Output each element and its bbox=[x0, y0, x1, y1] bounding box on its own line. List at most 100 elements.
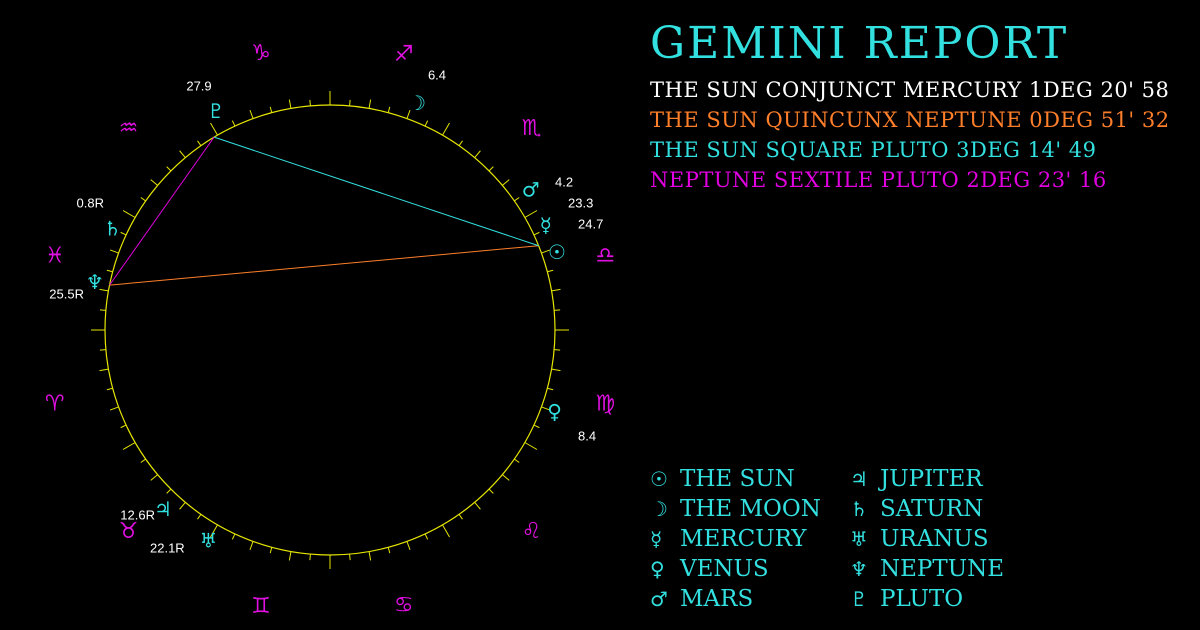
degree-tick bbox=[140, 458, 146, 463]
degree-tick bbox=[309, 99, 311, 106]
mercury-icon: ☿ bbox=[540, 213, 552, 237]
degree-tick bbox=[502, 474, 510, 481]
legend-venus-icon: ♀ bbox=[650, 557, 665, 581]
moon-degree-label: 6.4 bbox=[428, 68, 446, 83]
degree-tick bbox=[150, 474, 158, 481]
legend-item: ♄ SATURN bbox=[850, 496, 983, 522]
degree-tick bbox=[99, 309, 106, 311]
degree-tick bbox=[368, 551, 372, 561]
degree-tick bbox=[288, 99, 292, 109]
zodiac-scorpio-icon: ♏ bbox=[522, 116, 542, 141]
degree-tick bbox=[458, 514, 463, 520]
degree-tick bbox=[197, 514, 202, 520]
degree-tick bbox=[120, 424, 127, 429]
zodiac-taurus-icon: ♉ bbox=[119, 519, 139, 544]
legend-saturn-icon: ♄ bbox=[850, 497, 868, 521]
mars-icon: ♂ bbox=[522, 177, 540, 201]
degree-tick bbox=[514, 197, 520, 202]
degree-tick bbox=[122, 210, 136, 218]
legend-item: ♆NEPTUNE bbox=[850, 556, 1004, 582]
report-title: GEMINI REPORT bbox=[650, 18, 1069, 69]
degree-tick bbox=[551, 368, 561, 372]
mars-degree-label: 4.2 bbox=[555, 175, 573, 190]
zodiac-aries-icon: ♈ bbox=[45, 391, 65, 416]
legend-item: ♃JUPITER bbox=[850, 466, 983, 492]
legend-item: ♂MARS bbox=[650, 586, 753, 612]
degree-tick bbox=[197, 140, 202, 146]
legend-item: ♇ PLUTO bbox=[850, 586, 963, 612]
zodiac-gemini-icon: ♊ bbox=[251, 594, 271, 619]
legend-label: MARS bbox=[680, 586, 754, 612]
degree-tick bbox=[406, 109, 411, 119]
aspect-line-neptune-pluto bbox=[109, 136, 215, 286]
degree-tick bbox=[166, 166, 172, 172]
degree-tick bbox=[533, 424, 540, 429]
legend-label: NEPTUNE bbox=[880, 556, 1005, 582]
degree-tick bbox=[547, 387, 554, 391]
zodiac-sagittarius-icon: ♐ bbox=[394, 42, 414, 67]
legend-label: PLUTO bbox=[880, 586, 964, 612]
legend-label: MERCURY bbox=[680, 526, 807, 552]
degree-tick bbox=[179, 502, 186, 510]
planet-markers: ♇27.9☽6.4♂4.2☿23.3☉24.7♀8.4♄0.8R♆25.5R♃1… bbox=[49, 68, 603, 556]
wheel-circle bbox=[104, 104, 556, 556]
legend-item: ☉THE SUN bbox=[650, 466, 795, 492]
degree-tick bbox=[349, 554, 351, 561]
legend-label: URANUS bbox=[880, 526, 989, 552]
degree-tick bbox=[231, 533, 236, 540]
legend-label: VENUS bbox=[680, 556, 769, 582]
aspect-line-sun-pluto bbox=[213, 136, 539, 247]
degree-tick bbox=[166, 488, 172, 494]
degree-tick bbox=[554, 309, 561, 311]
legend-item: ♅ URANUS bbox=[850, 526, 989, 552]
degree-tick bbox=[442, 524, 450, 538]
degree-tick bbox=[488, 166, 494, 172]
legend-uranus-icon: ♅ bbox=[850, 527, 868, 551]
aspect-text: THE SUN SQUARE PLUTO 3DEG 14' 49 bbox=[650, 138, 1097, 162]
legend-item: ☿MERCURY bbox=[650, 526, 806, 552]
degree-tick bbox=[442, 122, 450, 136]
zodiac-signs: ♑♐♏♎♍♌♋♊♉♈♓♒ bbox=[45, 41, 615, 619]
degree-tick bbox=[474, 502, 481, 510]
degree-tick bbox=[406, 541, 411, 551]
saturn-icon: ♄ bbox=[104, 217, 122, 241]
degree-tick bbox=[210, 524, 218, 538]
zodiac-cancer-icon: ♋ bbox=[394, 593, 414, 618]
legend-item: ☽THE MOON bbox=[650, 496, 821, 522]
legend-jupiter-icon: ♃ bbox=[850, 467, 868, 491]
degree-tick bbox=[514, 458, 520, 463]
neptune-icon: ♆ bbox=[86, 270, 104, 294]
degree-tick bbox=[109, 249, 119, 254]
aspect-lines bbox=[109, 136, 539, 286]
saturn-degree-label: 0.8R bbox=[77, 196, 104, 211]
legend-the-moon-icon: ☽ bbox=[650, 497, 668, 521]
degree-tick bbox=[368, 99, 372, 109]
legend-item: ♀ VENUS bbox=[650, 556, 769, 582]
astrology-wheel: ♑♐♏♎♍♌♋♊♉♈♓♒ ♇27.9☽6.4♂4.2☿23.3☉24.7♀8.4… bbox=[45, 41, 615, 619]
zodiac-capricorn-icon: ♑ bbox=[251, 41, 271, 66]
sun-icon: ☉ bbox=[548, 240, 566, 264]
zodiac-pisces-icon: ♓ bbox=[45, 244, 65, 269]
degree-tick bbox=[249, 541, 254, 551]
degree-tick bbox=[424, 120, 429, 127]
zodiac-libra-icon: ♎ bbox=[595, 244, 615, 269]
degree-tick bbox=[524, 210, 538, 218]
jupiter-degree-label: 12.6R bbox=[120, 508, 155, 523]
degree-tick bbox=[150, 179, 158, 186]
venus-degree-label: 8.4 bbox=[578, 429, 596, 444]
legend-label: SATURN bbox=[880, 496, 984, 522]
degree-tick bbox=[288, 551, 292, 561]
degree-tick bbox=[502, 179, 510, 186]
neptune-degree-label: 25.5R bbox=[49, 287, 84, 302]
degree-tick bbox=[249, 109, 254, 119]
pluto-degree-label: 27.9 bbox=[186, 79, 211, 94]
legend-pluto-icon: ♇ bbox=[850, 587, 868, 611]
pluto-icon: ♇ bbox=[207, 99, 225, 123]
degree-tick bbox=[99, 288, 109, 292]
aspect-text: NEPTUNE SEXTILE PLUTO 2DEG 23' 16 bbox=[650, 168, 1107, 192]
degree-tick bbox=[524, 442, 538, 450]
jupiter-icon: ♃ bbox=[154, 497, 172, 521]
degree-tick bbox=[122, 442, 136, 450]
venus-icon: ♀ bbox=[547, 400, 562, 424]
aspect-line-sun-neptune bbox=[109, 245, 539, 286]
